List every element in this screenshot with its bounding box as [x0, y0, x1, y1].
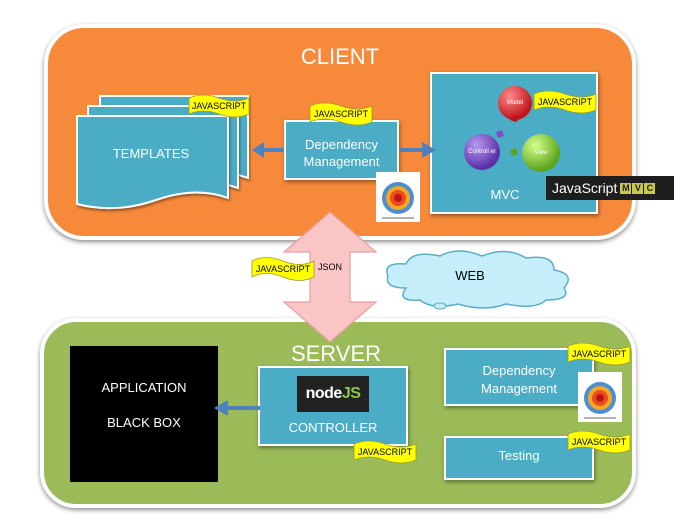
- javascript-tag-mvc: JAVASCRIPT: [532, 88, 598, 116]
- mvc-letter-m: M: [620, 182, 632, 194]
- javascript-mvc-badge: JavaScript M V C: [546, 176, 674, 200]
- mvc-letter-c: C: [644, 182, 656, 194]
- javascript-tag-dependency: JAVASCRIPT: [308, 100, 374, 128]
- requirejs-logo-icon-server: [578, 372, 622, 422]
- javascript-tag-templates: JAVASCRIPT: [187, 92, 251, 120]
- javascript-tag-testing-label: JAVASCRIPT: [571, 437, 627, 447]
- server-dependency-line2: Management: [481, 381, 557, 396]
- client-title: CLIENT: [300, 44, 380, 69]
- javascript-tag-controller: JAVASCRIPT: [352, 438, 418, 466]
- client-dependency-line2: Management: [303, 154, 380, 169]
- nodejs-js: JS: [341, 385, 361, 402]
- templates-label: TEMPLATES: [112, 146, 190, 161]
- application-label: APPLICATION: [101, 380, 187, 395]
- server-controller-label: CONTROLLER: [288, 420, 378, 435]
- client-dependency-box: Dependency Management: [284, 120, 399, 180]
- javascript-tag-mvc-label: JAVASCRIPT: [537, 97, 593, 107]
- web-label: WEB: [455, 268, 485, 283]
- mvc-letter-v: V: [632, 182, 644, 194]
- javascript-tag-dependency-label: JAVASCRIPT: [313, 109, 369, 119]
- javascript-tag-templates-label: JAVASCRIPT: [191, 101, 247, 111]
- javascript-tag-json-label: JAVASCRIPT: [255, 264, 311, 274]
- mvc-label: MVC: [490, 187, 520, 202]
- client-dependency-line1: Dependency: [305, 137, 378, 152]
- black-box-label: BLACK BOX: [107, 415, 181, 430]
- server-dependency-line1: Dependency: [482, 363, 556, 378]
- javascript-tag-controller-label: JAVASCRIPT: [357, 447, 413, 457]
- client-arrows: [252, 142, 436, 158]
- server-title: SERVER: [290, 341, 382, 366]
- javascript-tag-testing: JAVASCRIPT: [566, 428, 632, 456]
- model-ball-icon: Model: [498, 86, 532, 120]
- nodejs-node: node: [305, 385, 343, 402]
- json-double-arrow: [282, 211, 378, 343]
- requirejs-logo-icon: [376, 172, 420, 222]
- javascript-tag-json: JAVASCRIPT: [250, 254, 316, 284]
- templates-stack-icon: [76, 95, 249, 210]
- mvc-connectors: [496, 114, 520, 156]
- mvc-letters: M V C: [620, 182, 656, 194]
- controller-ball-icon: Controll er: [464, 134, 500, 170]
- json-label: JSON: [318, 262, 343, 272]
- application-black-box: APPLICATION BLACK BOX: [70, 346, 218, 482]
- javascript-mvc-word: JavaScript: [552, 180, 618, 196]
- web-cloud-icon: [386, 250, 569, 310]
- server-arrow: [214, 400, 260, 416]
- javascript-tag-server-dependency: JAVASCRIPT: [566, 340, 632, 368]
- view-ball-icon: View: [522, 134, 560, 172]
- javascript-tag-server-dependency-label: JAVASCRIPT: [571, 349, 627, 359]
